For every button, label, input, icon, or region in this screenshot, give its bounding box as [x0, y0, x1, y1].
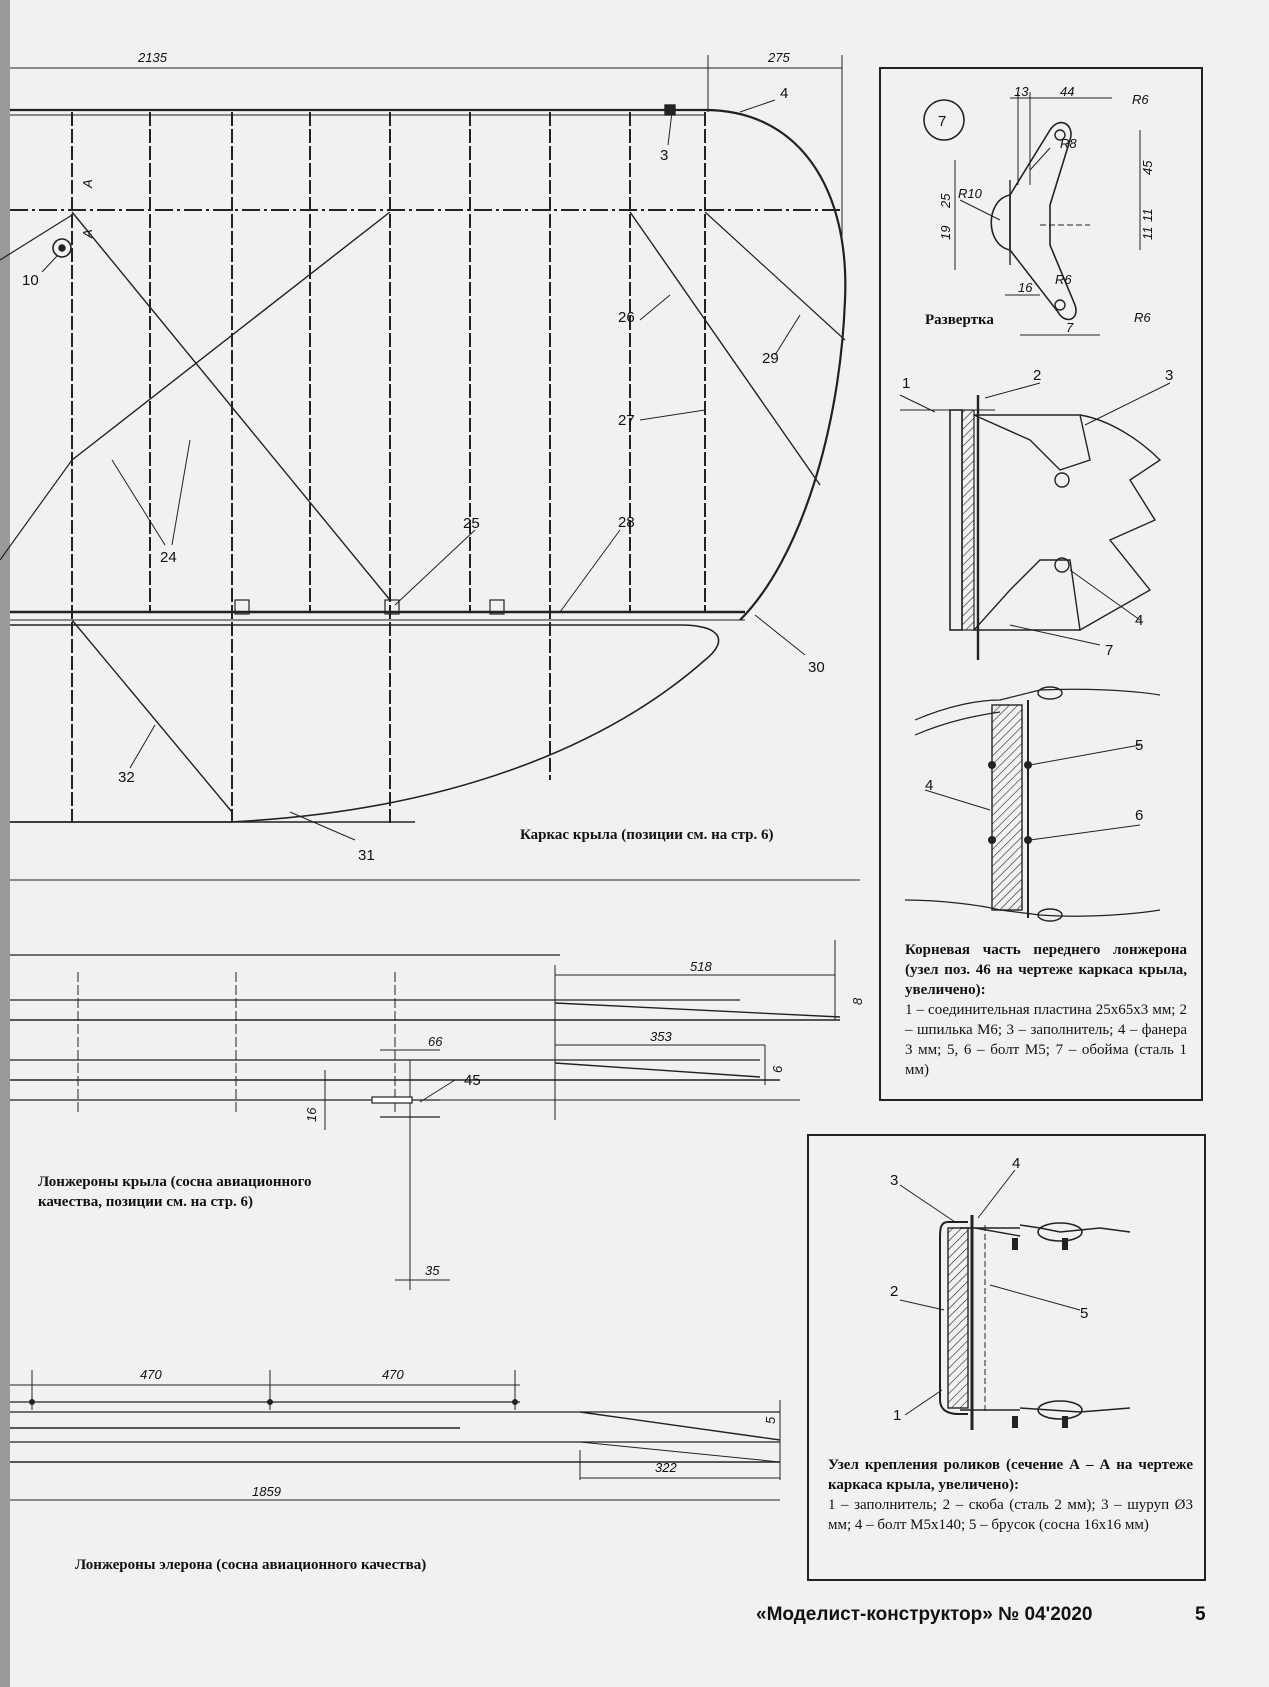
- dim-r6-mid: R6: [1055, 272, 1072, 287]
- detail-7-drawing: [923, 92, 1141, 336]
- roller-node-legend: Узел крепления роликов (сечение А – А на…: [828, 1455, 1193, 1535]
- roller-callout-4: 4: [1012, 1155, 1020, 1172]
- root-detail-frame: [879, 67, 1203, 1101]
- dim-66: 66: [428, 1034, 443, 1049]
- roller-callout-1: 1: [893, 1407, 901, 1424]
- callout-30: 30: [808, 659, 825, 676]
- roller-node-drawing: [899, 1169, 1131, 1430]
- dim-470-b: 470: [382, 1367, 404, 1382]
- dim-6: 6: [770, 1065, 785, 1073]
- root-detail-labels: 1 2 3 4 7 5 4 6: [902, 367, 1173, 824]
- dim-470-a: 470: [140, 1367, 162, 1382]
- dim-322: 322: [655, 1460, 677, 1475]
- dim-16: 16: [304, 1107, 319, 1122]
- wing-spars-labels: 518 8 353 6 66 16 35 45: [304, 959, 865, 1278]
- dim-7: 7: [1066, 320, 1074, 335]
- roller-node-title: Узел крепления роликов (сечение А – А на…: [828, 1457, 1193, 1493]
- section-mark-bottom: А: [80, 229, 95, 239]
- wing-frame-drawing: [0, 55, 860, 881]
- root-callout-3: 3: [1165, 367, 1173, 384]
- callout-28: 28: [618, 514, 635, 531]
- wing-frame-labels: 2135 275 А А 3 4 10 24 25 26 27 28 29 30…: [22, 50, 825, 864]
- dim-35: 35: [425, 1263, 440, 1278]
- callout-24: 24: [160, 549, 177, 566]
- detail-number: 7: [938, 113, 946, 130]
- page-number: 5: [1195, 1604, 1206, 1625]
- dim-25: 25: [938, 193, 953, 209]
- callout-26: 26: [618, 309, 635, 326]
- dim-r6-bottom: R6: [1134, 310, 1151, 325]
- wing-spars-caption: Лонжероны крыла (сосна авиационного каче…: [38, 1174, 312, 1210]
- dim-11-a: 11: [1140, 209, 1155, 223]
- dim-45: 45: [1140, 160, 1155, 175]
- roller-node-text: 1 – заполнитель; 2 – скоба (сталь 2 мм);…: [828, 1497, 1193, 1533]
- callout-32: 32: [118, 769, 135, 786]
- dim-13: 13: [1014, 84, 1029, 99]
- dim-44: 44: [1060, 84, 1074, 99]
- callout-3: 3: [660, 147, 668, 164]
- dim-275: 275: [767, 50, 790, 65]
- aileron-spars-caption: Лонжероны элерона (сосна авиационного ка…: [75, 1557, 427, 1573]
- root-callout-1: 1: [902, 375, 910, 392]
- root-detail-legend: Корневая часть переднего лонжерона (узел…: [905, 940, 1187, 1080]
- dim-11-b: 11: [1140, 227, 1155, 241]
- dim-518: 518: [690, 959, 712, 974]
- callout-4: 4: [780, 85, 788, 102]
- root-callout-4-lower: 4: [925, 777, 933, 794]
- root-callout-5: 5: [1135, 737, 1143, 754]
- roller-callout-2: 2: [890, 1283, 898, 1300]
- dim-r8: R8: [1060, 136, 1077, 151]
- root-callout-6: 6: [1135, 807, 1143, 824]
- page-edge-shadow: [0, 0, 10, 1687]
- roller-callout-3: 3: [890, 1172, 898, 1189]
- dim-16: 16: [1018, 280, 1033, 295]
- root-detail-text: 1 – соединительная пластина 25x65x3 мм; …: [905, 1002, 1187, 1078]
- dim-r6-top: R6: [1132, 92, 1149, 107]
- detail-7-caption: Развертка: [925, 312, 994, 328]
- dim-19: 19: [938, 226, 953, 240]
- dim-8: 8: [850, 997, 865, 1005]
- aileron-spars-drawing: [10, 1370, 781, 1501]
- callout-31: 31: [358, 847, 375, 864]
- root-callout-4: 4: [1135, 612, 1143, 629]
- wing-frame-caption: Каркас крыла (позиции см. на стр. 6): [520, 827, 774, 843]
- dim-1859: 1859: [252, 1484, 281, 1499]
- dim-5: 5: [763, 1416, 778, 1424]
- root-detail-drawing: [899, 382, 1171, 922]
- callout-27: 27: [618, 412, 635, 429]
- dim-353: 353: [650, 1029, 672, 1044]
- roller-node-labels: 3 4 2 5 1: [890, 1155, 1088, 1424]
- magazine-footer: «Моделист-конструктор» № 04'2020: [756, 1604, 1093, 1625]
- root-callout-7: 7: [1105, 642, 1113, 659]
- roller-callout-5: 5: [1080, 1305, 1088, 1322]
- detail-7-labels: 7 13 44 R6 R8 45 25 R10 11 11 19 16 R6 R…: [938, 84, 1155, 335]
- wing-spars-drawing: [10, 940, 841, 1290]
- callout-25: 25: [463, 515, 480, 532]
- callout-29: 29: [762, 350, 779, 367]
- dim-r10: R10: [958, 186, 983, 201]
- spar-callout-45: 45: [464, 1072, 481, 1089]
- root-callout-2: 2: [1033, 367, 1041, 384]
- section-mark-top: А: [80, 179, 95, 189]
- aileron-spars-labels: 470 470 5 322 1859: [140, 1367, 778, 1499]
- dim-2135: 2135: [137, 50, 168, 65]
- roller-node-frame: [807, 1134, 1206, 1581]
- root-detail-title: Корневая часть переднего лонжерона (узел…: [905, 942, 1187, 998]
- callout-10: 10: [22, 272, 39, 289]
